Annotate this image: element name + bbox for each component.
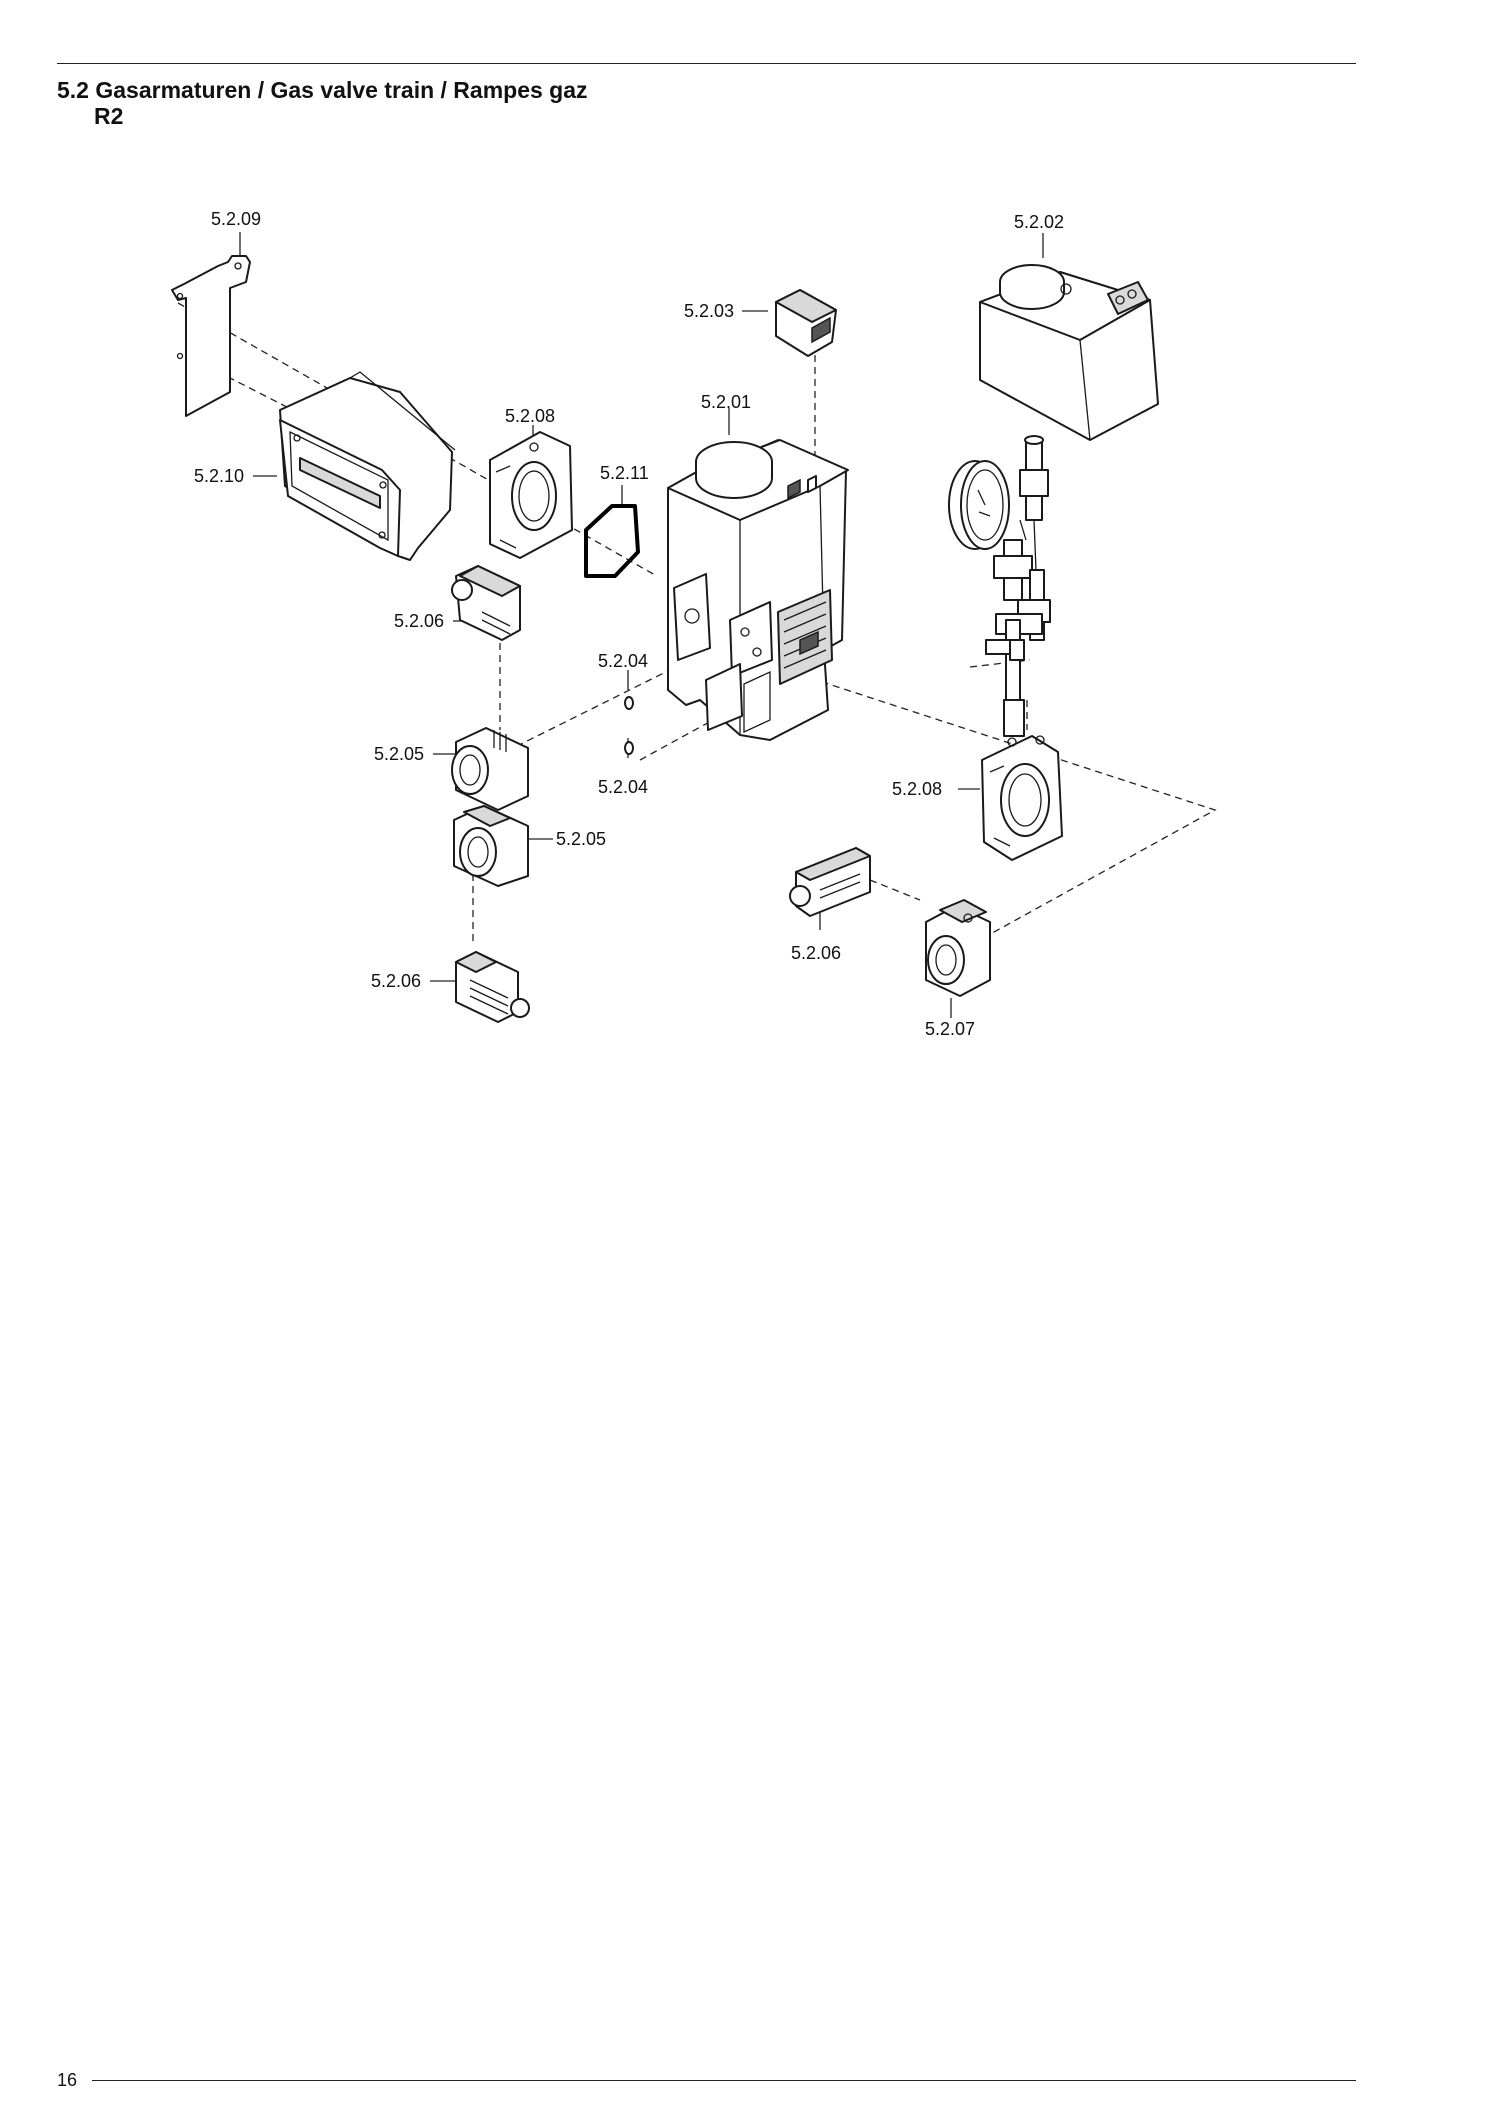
callout-5-2-11: 5.2.11 [600,463,649,483]
callout-5-2-04-upper: 5.2.04 [598,651,648,671]
bracket-plate-part [171,255,251,417]
leader-lines [239,232,1044,1018]
callout-5-2-07: 5.2.07 [925,1019,975,1039]
page-number: 16 [57,2070,78,2090]
page-title: 5.2 Gasarmaturen / Gas valve train / Ram… [57,77,588,103]
flange-right-part [981,735,1063,861]
flange-left-part [489,431,573,559]
plug-part [775,289,837,357]
connector-lower-part [455,951,530,1023]
coil-lower-part [453,805,529,887]
gas-valve-body-part [667,439,849,741]
pressure-gauge-assembly-part [948,435,1051,737]
callout-5-2-08-left: 5.2.08 [505,406,555,426]
callout-5-2-06-right: 5.2.06 [791,943,841,963]
valve-part [925,899,991,997]
callout-5-2-04-lower: 5.2.04 [598,777,648,797]
callout-5-2-08-right: 5.2.08 [892,779,942,799]
callout-5-2-10: 5.2.10 [194,466,244,486]
callout-5-2-05-upper: 5.2.05 [374,744,424,764]
coil-upper-part [451,727,529,811]
bottom-rule [92,2080,1356,2081]
seal-ring-part [584,504,640,578]
callout-labels: 5.2.09 5.2.02 5.2.03 5.2.01 5.2.08 5.2.1… [194,209,1064,1039]
o-ring-upper-part [624,696,634,710]
connector-upper-part [451,565,521,641]
callout-5-2-01: 5.2.01 [701,392,751,412]
callout-5-2-09: 5.2.09 [211,209,261,229]
cover-housing-part [279,371,456,561]
o-ring-lower-part [624,741,634,755]
connector-right-part [789,847,871,917]
page-subtitle: R2 [94,103,124,129]
callout-5-2-06-lower: 5.2.06 [371,971,421,991]
callout-5-2-02: 5.2.02 [1014,212,1064,232]
cover-cap-part [979,264,1159,441]
callout-5-2-03: 5.2.03 [684,301,734,321]
callout-5-2-06-upper: 5.2.06 [394,611,444,631]
top-rule [57,63,1356,64]
callout-5-2-05-lower: 5.2.05 [556,829,606,849]
